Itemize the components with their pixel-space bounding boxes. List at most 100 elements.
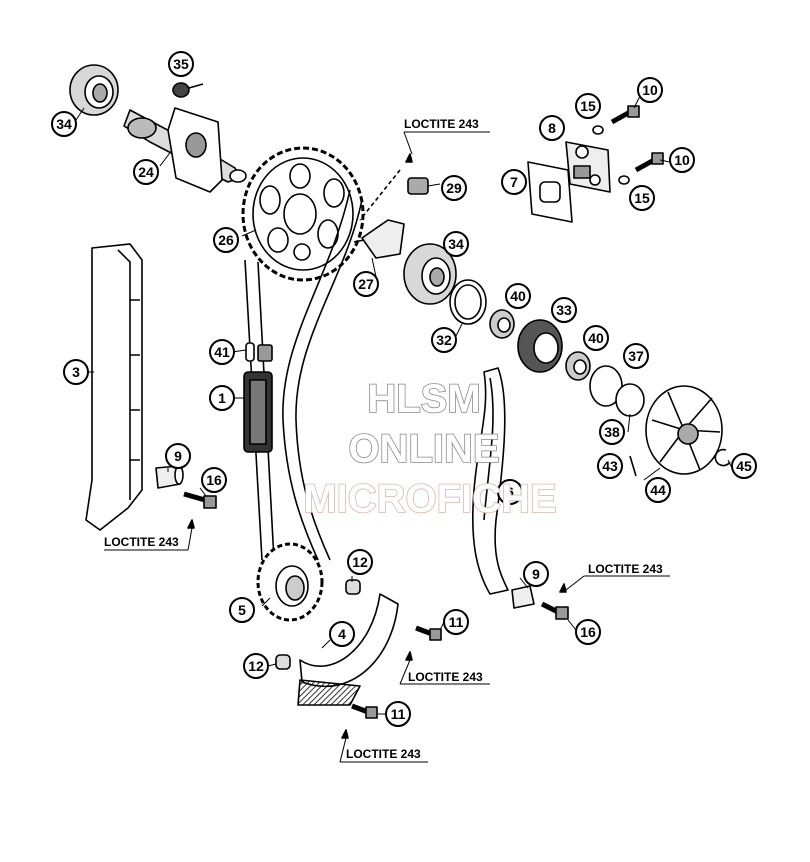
svg-text:11: 11 [449,614,464,630]
camshaft-part [123,107,247,193]
gasket-part [527,161,573,223]
callout-43[interactable]: 43 [597,453,623,479]
callout-15-lower[interactable]: 15 [629,185,655,211]
svg-text:5: 5 [238,602,246,618]
screw-11-upper-part [405,625,442,661]
svg-text:44: 44 [650,482,666,498]
callout-27[interactable]: 27 [353,271,379,297]
loctite-note-top: LOCTITE 243 [404,117,479,131]
circlip-part [714,448,731,467]
loctite-note-bottom: LOCTITE 243 [346,747,421,761]
svg-text:38: 38 [604,424,620,440]
svg-text:3: 3 [72,364,80,380]
callout-5[interactable]: 5 [229,597,255,623]
callout-3[interactable]: 3 [63,359,89,385]
chain-guide-rail-part [85,243,143,531]
svg-text:40: 40 [510,288,526,304]
callout-7[interactable]: 7 [501,169,527,195]
svg-text:8: 8 [548,120,556,136]
svg-text:26: 26 [218,232,234,248]
callout-11-upper[interactable]: 11 [443,609,469,635]
svg-text:35: 35 [173,56,189,72]
impeller-part [645,385,723,475]
bearing-40-upper-part [489,309,515,339]
screw-left-part [183,491,217,529]
svg-text:15: 15 [580,98,596,114]
callout-32[interactable]: 32 [431,327,457,353]
callout-8[interactable]: 8 [539,115,565,141]
callouts: 35 34 24 26 29 8 15 10 [51,51,757,727]
svg-text:24: 24 [138,164,154,180]
loctite-notes: LOCTITE 243 LOCTITE 243 LOCTITE 243 LOCT… [104,117,670,763]
callout-15-upper[interactable]: 15 [575,93,601,119]
callout-26[interactable]: 26 [213,227,239,253]
o-ring-32-part [449,279,487,325]
svg-text:37: 37 [628,348,644,364]
callout-35[interactable]: 35 [168,51,194,77]
callout-34-top[interactable]: 34 [51,111,77,137]
svg-text:29: 29 [446,180,462,196]
svg-text:6: 6 [506,484,514,500]
screw-29-part [405,153,429,195]
svg-text:4: 4 [338,626,346,642]
washer-15-upper-part [592,125,604,135]
svg-text:9: 9 [174,448,182,464]
callout-12-lower[interactable]: 12 [243,653,269,679]
callout-16-right[interactable]: 16 [575,619,601,645]
loctite-note-left: LOCTITE 243 [104,535,179,549]
o-ring-38-part [615,383,645,417]
crankshaft-sprocket-part [256,542,324,622]
svg-text:15: 15 [634,190,650,206]
svg-text:9: 9 [532,566,540,582]
callout-9-left[interactable]: 9 [165,443,191,469]
camshaft-sprocket-part [241,146,365,282]
callout-33[interactable]: 33 [551,297,577,323]
watermark: HLSM ONLINE MICROFICHE [303,376,558,522]
svg-text:34: 34 [448,236,464,252]
svg-text:34: 34 [56,116,72,132]
chain-tensioner-part [565,141,611,193]
callout-9-right[interactable]: 9 [523,561,549,587]
svg-text:1: 1 [218,390,226,406]
callout-24[interactable]: 24 [133,159,159,185]
svg-text:41: 41 [214,344,230,360]
bushing-lower-part [275,654,291,670]
svg-text:32: 32 [436,332,452,348]
leader-lines [75,95,733,715]
callout-40-upper[interactable]: 40 [505,283,531,309]
svg-text:33: 33 [556,302,572,318]
callout-45[interactable]: 45 [731,453,757,479]
callout-37[interactable]: 37 [623,343,649,369]
callout-34-center[interactable]: 34 [443,231,469,257]
chain-link-part [245,342,273,362]
shaft-seal-part [517,319,563,373]
watermark-line-3: MICROFICHE [303,477,556,521]
bushing-upper-part [345,579,361,595]
callout-10-lower[interactable]: 10 [669,147,695,173]
svg-text:16: 16 [206,472,222,488]
svg-text:43: 43 [602,458,618,474]
svg-text:11: 11 [391,706,406,722]
callout-4[interactable]: 4 [329,621,355,647]
timing-chain-segment [243,371,273,453]
alignment-line [359,169,401,221]
callout-44[interactable]: 44 [645,477,671,503]
callout-29[interactable]: 29 [441,175,467,201]
svg-text:40: 40 [588,330,604,346]
callout-40-lower[interactable]: 40 [583,325,609,351]
bushing-right-part [511,585,535,609]
callout-6[interactable]: 6 [497,479,523,505]
pin-part [629,455,637,477]
callout-16-left[interactable]: 16 [201,467,227,493]
watermark-line-1: HLSM [367,377,480,421]
callout-12-upper[interactable]: 12 [347,549,373,575]
callout-1[interactable]: 1 [209,385,235,411]
washer-15-lower-part [618,175,630,185]
callout-41[interactable]: 41 [209,339,235,365]
callout-10-upper[interactable]: 10 [637,77,663,103]
svg-text:7: 7 [510,174,518,190]
bearing-40-lower-part [565,351,591,381]
callout-11-lower[interactable]: 11 [385,701,411,727]
callout-38[interactable]: 38 [599,419,625,445]
svg-text:12: 12 [248,658,264,674]
